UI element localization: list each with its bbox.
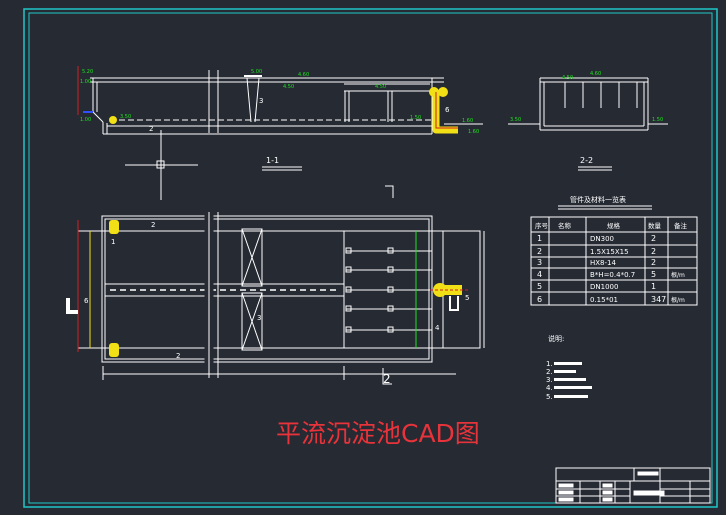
table-cell: 6 <box>537 295 542 304</box>
section-marker: 2 <box>383 372 391 386</box>
table-cell: 根/m <box>671 271 685 279</box>
callout-2: 2 <box>149 125 153 133</box>
callout-5: 5 <box>465 294 469 302</box>
callout-6: 6 <box>84 297 89 305</box>
table-cell: 2 <box>537 247 542 256</box>
table-cell: 5 <box>537 282 542 291</box>
note-item: 5. <box>546 393 553 401</box>
notes-heading: 说明: <box>548 334 564 343</box>
table-cell: 2 <box>651 258 656 267</box>
section-label-2-2: 2-2 <box>580 156 593 165</box>
drawing-title: 平流沉淀池CAD图 <box>276 419 480 448</box>
table-header: 数量 <box>648 221 662 230</box>
callout-4: 4 <box>435 324 440 332</box>
material-table-grid <box>530 205 698 306</box>
table-cell: 2 <box>651 234 656 243</box>
dim-label: 1.00 <box>80 79 91 85</box>
dim-label: 3.50 <box>120 114 131 120</box>
table-cell: 347 <box>651 295 666 304</box>
note-item: 1. <box>546 360 553 368</box>
table-cell: 5 <box>651 270 656 279</box>
table-cell: DN1000 <box>590 283 618 291</box>
dim-label: 4.60 <box>590 71 601 77</box>
dim-label: 4.60 <box>298 72 309 78</box>
inner-frame <box>28 12 713 504</box>
table-cell: HX8-14 <box>590 259 616 267</box>
section-1-1 <box>77 66 483 200</box>
table-cell: 1.5X15X15 <box>590 248 629 256</box>
table-cell: 根/m <box>671 296 685 304</box>
callout-3: 3 <box>259 97 263 105</box>
callout-2: 2 <box>176 352 180 360</box>
callout-6: 6 <box>445 106 450 114</box>
table-cell: 2 <box>651 247 656 256</box>
section-2-2 <box>508 77 668 171</box>
dim-label: 1.50 <box>410 115 421 121</box>
dim-label: 4.50 <box>283 84 294 90</box>
section-label-1-1: 1-1 <box>266 156 279 165</box>
title-block <box>555 467 711 504</box>
table-header: 名称 <box>558 221 572 230</box>
table-cell: B*H=0.4*0.7 <box>590 271 635 279</box>
dim-label: 1.60 <box>468 129 479 135</box>
callout-3: 3 <box>257 314 261 322</box>
dim-label: 1.60 <box>462 118 473 124</box>
table-cell: 1 <box>537 234 542 243</box>
plan-view <box>66 185 485 385</box>
dim-label: 4.50 <box>375 84 386 90</box>
table-cell: 0.15*01 <box>590 296 618 304</box>
outer-frame <box>23 8 718 508</box>
dim-label: 3.50 <box>510 117 521 123</box>
table-header: 备注 <box>674 221 688 230</box>
callout-2: 2 <box>151 221 155 229</box>
table-cell: 4 <box>537 270 542 279</box>
material-table-title: 管件及材料一览表 <box>570 195 626 204</box>
table-cell: 3 <box>537 258 542 267</box>
note-item: 4. <box>546 384 553 392</box>
dim-label: 4.50 <box>562 75 573 81</box>
note-item: 2. <box>546 368 553 376</box>
table-cell: 1 <box>651 282 656 291</box>
dim-label: 5.00 <box>251 69 262 75</box>
dim-label: 5.20 <box>82 69 93 75</box>
dim-label: 1.00 <box>80 117 91 123</box>
table-header: 规格 <box>607 221 621 230</box>
callout-1: 1 <box>111 238 115 246</box>
table-header: 序号 <box>535 221 549 230</box>
dim-label: 1.50 <box>652 117 663 123</box>
note-item: 3. <box>546 376 553 384</box>
table-cell: DN300 <box>590 235 614 243</box>
